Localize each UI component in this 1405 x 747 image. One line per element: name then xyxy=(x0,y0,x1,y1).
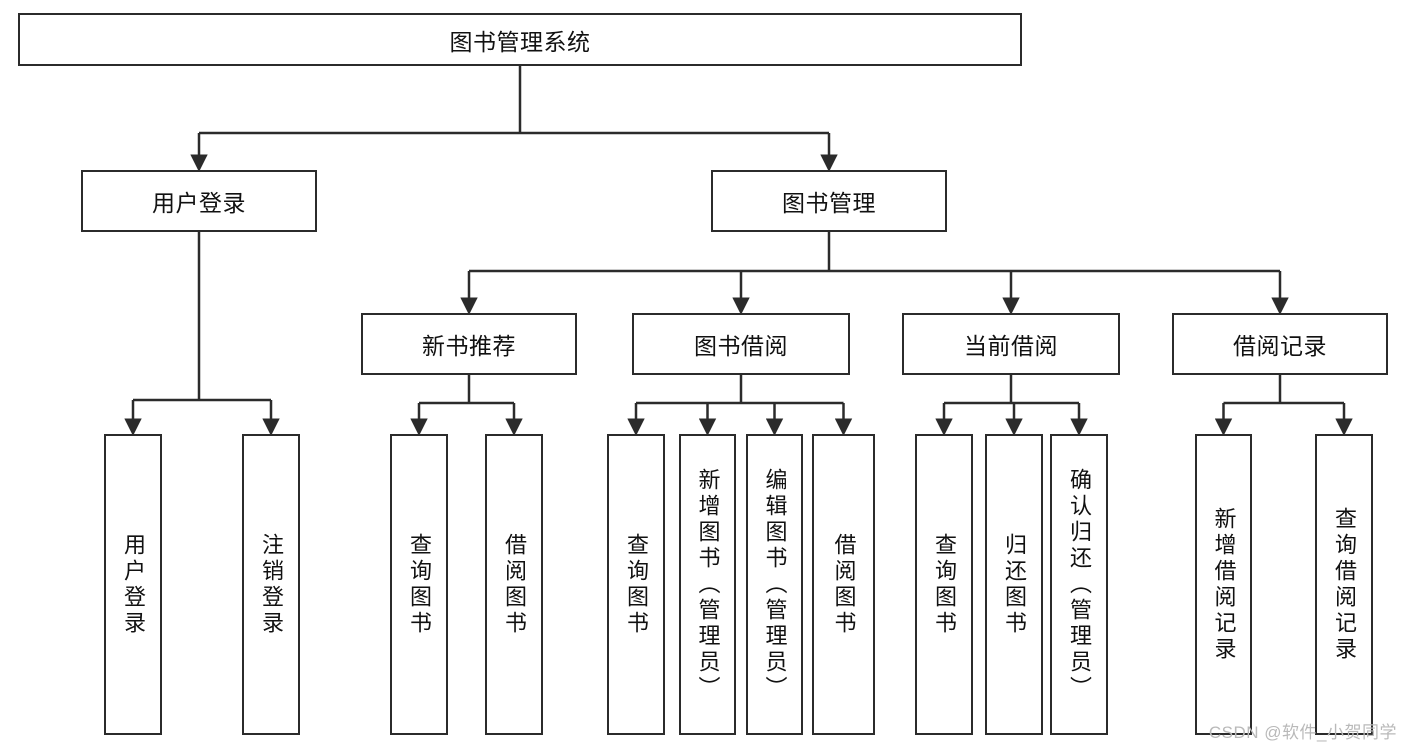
node-label: 图书管理系统 xyxy=(449,28,591,55)
node-label: 新书推荐 xyxy=(422,333,516,359)
node-leaf-borrow-1[interactable]: 借阅图书 xyxy=(485,434,543,735)
node-label: 用户登录 xyxy=(121,532,146,637)
node-label: 新增图书（管理员） xyxy=(695,467,721,702)
node-label: 编辑图书（管理员） xyxy=(762,467,788,702)
node-leaf-return[interactable]: 归还图书 xyxy=(985,434,1043,735)
node-label: 查询图书 xyxy=(407,532,432,637)
node-borrow-record[interactable]: 借阅记录 xyxy=(1172,313,1388,375)
node-leaf-add-book[interactable]: 新增图书（管理员） xyxy=(679,434,736,735)
node-leaf-query-2[interactable]: 查询图书 xyxy=(607,434,665,735)
node-leaf-borrow-2[interactable]: 借阅图书 xyxy=(812,434,875,735)
node-leaf-logout[interactable]: 注销登录 xyxy=(242,434,300,735)
node-leaf-query-3[interactable]: 查询图书 xyxy=(915,434,973,735)
node-label: 查询图书 xyxy=(624,532,649,637)
node-book-borrow[interactable]: 图书借阅 xyxy=(632,313,850,375)
node-user-login[interactable]: 用户登录 xyxy=(81,170,317,232)
watermark-text: CSDN @软件_小贺同学 xyxy=(1208,723,1397,742)
node-label: 注销登录 xyxy=(259,532,284,637)
node-book-manage[interactable]: 图书管理 xyxy=(711,170,947,232)
node-label: 归还图书 xyxy=(1002,532,1027,637)
node-leaf-query-rec[interactable]: 查询借阅记录 xyxy=(1315,434,1373,735)
node-current-borrow[interactable]: 当前借阅 xyxy=(902,313,1120,375)
node-leaf-edit-book[interactable]: 编辑图书（管理员） xyxy=(746,434,803,735)
node-label: 借阅图书 xyxy=(502,532,527,637)
node-label: 借阅记录 xyxy=(1233,333,1327,359)
node-leaf-user-login[interactable]: 用户登录 xyxy=(104,434,162,735)
node-leaf-confirm[interactable]: 确认归还（管理员） xyxy=(1050,434,1108,735)
node-label: 用户登录 xyxy=(152,190,246,216)
node-label: 确认归还（管理员） xyxy=(1067,467,1092,702)
node-label: 查询借阅记录 xyxy=(1332,506,1357,663)
node-leaf-query-1[interactable]: 查询图书 xyxy=(390,434,448,735)
node-root[interactable]: 图书管理系统 xyxy=(18,13,1022,66)
node-label: 图书管理 xyxy=(782,190,876,216)
node-label: 查询图书 xyxy=(932,532,957,637)
node-leaf-add-rec[interactable]: 新增借阅记录 xyxy=(1195,434,1252,735)
node-label: 借阅图书 xyxy=(831,532,857,637)
node-label: 当前借阅 xyxy=(964,333,1058,359)
node-label: 图书借阅 xyxy=(694,333,788,359)
node-label: 新增借阅记录 xyxy=(1211,506,1237,663)
node-new-book-rec[interactable]: 新书推荐 xyxy=(361,313,577,375)
